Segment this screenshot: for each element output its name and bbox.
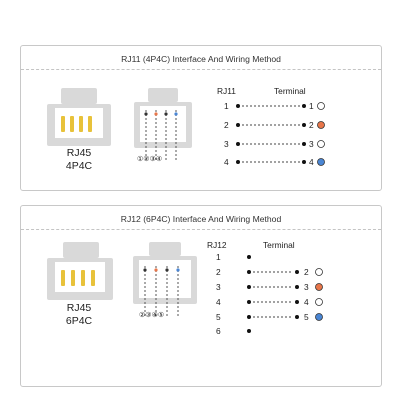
rj12-connector-label-line2: 6P4C — [65, 315, 93, 327]
rj11-pin-label-3: ③ — [149, 156, 156, 163]
rj12-left-header: RJ12 — [207, 240, 227, 250]
rj11-right-number-1: 1 — [309, 101, 314, 111]
rj12-left-number-3: 3 — [216, 282, 221, 292]
rj12-gold-pin-3 — [81, 270, 85, 286]
rj11-right-number-4: 4 — [309, 157, 314, 167]
rj11-right-header: Terminal — [274, 86, 306, 96]
rj12-left-number-4: 4 — [216, 297, 221, 307]
rj11-left-number-2: 2 — [224, 120, 229, 130]
rj12-pin-label-4: ⑤ — [157, 312, 165, 319]
rj12-connector-label-line1: RJ45 — [66, 302, 92, 314]
rj12-right-number-4: 4 — [304, 297, 309, 307]
rj11-terminal-2 — [317, 121, 325, 129]
rj12-panel-title: RJ12 (6P4C) Interface And Wiring Method — [120, 214, 282, 224]
rj12-gold-pin-1 — [61, 270, 65, 286]
rj12-terminal-3 — [315, 283, 323, 291]
rj11-connector-label: RJ45 4P4C — [43, 147, 115, 173]
rj11-terminals — [317, 102, 325, 166]
rj11-panel-title: RJ11 (4P4C) Interface And Wiring Method — [121, 54, 281, 64]
rj12-terminal-2 — [315, 268, 323, 276]
rj11-left-number-3: 3 — [224, 139, 229, 149]
rj12-pin-label-2: ③ — [145, 312, 152, 319]
rj11-panel: RJ11 (4P4C) Interface And Wiring Method — [20, 45, 382, 191]
rj12-pin-label-3: ④ — [151, 312, 158, 319]
rj11-diagram — [47, 88, 325, 166]
rj11-pin-label-1: ① — [137, 156, 144, 163]
rj12-left-number-5: 5 — [216, 312, 221, 322]
rj12-connector-label: RJ45 6P4C — [43, 302, 115, 328]
rj11-left-header: RJ11 — [217, 86, 236, 96]
rj11-terminal-3 — [317, 140, 325, 148]
rj12-left-number-2: 2 — [216, 267, 221, 277]
rj12-right-number-2: 2 — [304, 267, 309, 277]
rj12-left-number-6: 6 — [216, 326, 221, 336]
rj12-terminal-4 — [315, 298, 323, 306]
rj12-left-number-1: 1 — [216, 252, 221, 262]
rj12-front-plug-icon — [47, 242, 113, 300]
rj11-gold-pin-3 — [79, 116, 83, 132]
rj12-panel: RJ12 (6P4C) Interface And Wiring Method — [20, 205, 382, 387]
rj12-gold-pin-4 — [91, 270, 95, 286]
rj11-left-number-1: 1 — [224, 101, 229, 111]
rj11-pin-labels: ①②③④ — [137, 155, 162, 163]
rj11-side-plug-icon — [134, 88, 192, 162]
rj11-pin-label-2: ② — [143, 156, 150, 163]
rj11-terminal-1 — [317, 102, 325, 110]
rj11-terminal-4 — [317, 158, 325, 166]
rj11-connector-label-line1: RJ45 — [66, 147, 92, 159]
rj12-pin-labels: ②③④⑤ — [139, 311, 164, 319]
rj12-pin-label-1: ② — [139, 312, 146, 319]
rj11-front-plug-icon — [47, 88, 111, 146]
rj11-wiring — [236, 104, 306, 164]
rj12-side-plug-icon — [133, 242, 197, 318]
rj11-title-divider — [21, 69, 381, 70]
rj12-gold-pin-2 — [71, 270, 75, 286]
rj11-pin-label-4: ④ — [155, 156, 163, 163]
rj12-right-header: Terminal — [263, 240, 295, 250]
rj12-terminals — [315, 268, 323, 321]
rj12-diagram — [47, 242, 323, 333]
rj11-right-number-2: 2 — [309, 120, 314, 130]
rj12-right-number-5: 5 — [304, 312, 309, 322]
rj11-right-number-3: 3 — [309, 139, 314, 149]
rj11-gold-pin-4 — [88, 116, 92, 132]
rj12-right-number-3: 3 — [304, 282, 309, 292]
rj11-connector-label-line2: 4P4C — [65, 160, 93, 172]
rj11-gold-pin-1 — [61, 116, 65, 132]
rj11-gold-pin-2 — [70, 116, 74, 132]
rj12-wiring — [247, 255, 299, 333]
rj12-title-divider — [21, 229, 381, 230]
rj11-left-number-4: 4 — [224, 157, 229, 167]
rj12-terminal-5 — [315, 313, 323, 321]
